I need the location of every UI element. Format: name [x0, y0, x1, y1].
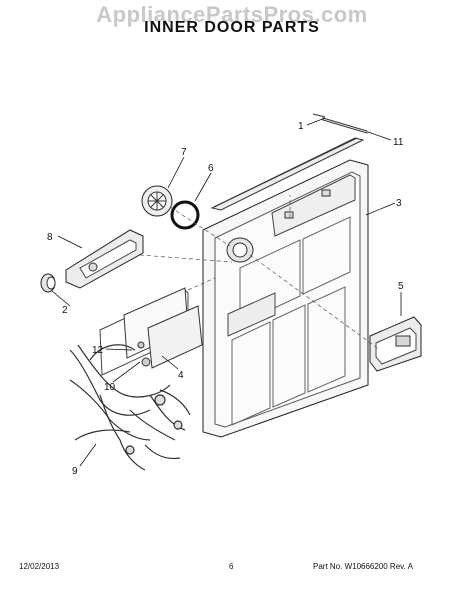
footer-part-number: Part No. W10666200 Rev. A [313, 562, 413, 571]
part-9-wire-harness [69, 344, 191, 471]
callout-8: 8 [47, 232, 53, 243]
part-1-top-strip [312, 113, 368, 134]
callout-10: 10 [104, 382, 116, 393]
callout-11: 11 [393, 137, 404, 148]
part-3-inner-door [202, 159, 369, 438]
part-4-cover-panel [99, 287, 203, 376]
part-7-vent-cap [141, 185, 173, 217]
footer-date: 12/02/2013 [19, 562, 60, 571]
callout-4: 4 [178, 370, 184, 381]
part-5-dispenser [369, 316, 422, 372]
callout-3: 3 [396, 198, 402, 209]
footer-page-number: 6 [229, 562, 234, 571]
part-11-gasket [210, 137, 365, 211]
watermark-logo: AppliancePartsPros.com [96, 2, 368, 27]
callout-7: 7 [181, 147, 187, 158]
part-6-ring-gasket [170, 200, 200, 230]
leader-lines [51, 117, 402, 467]
callout-2: 2 [62, 305, 68, 316]
callout-12: 12 [92, 345, 104, 356]
callout-5: 5 [398, 281, 404, 292]
alignment-lines [139, 195, 381, 351]
callout-6: 6 [208, 163, 214, 174]
part-2-knob [40, 273, 56, 293]
callout-labels: 1 11 7 6 3 8 2 5 12 4 10 9 [47, 121, 404, 477]
callout-1: 1 [298, 121, 304, 132]
part-8-vent-housing [65, 229, 144, 289]
page-title: INNER DOOR PARTS [144, 19, 320, 36]
callout-9: 9 [72, 466, 78, 477]
